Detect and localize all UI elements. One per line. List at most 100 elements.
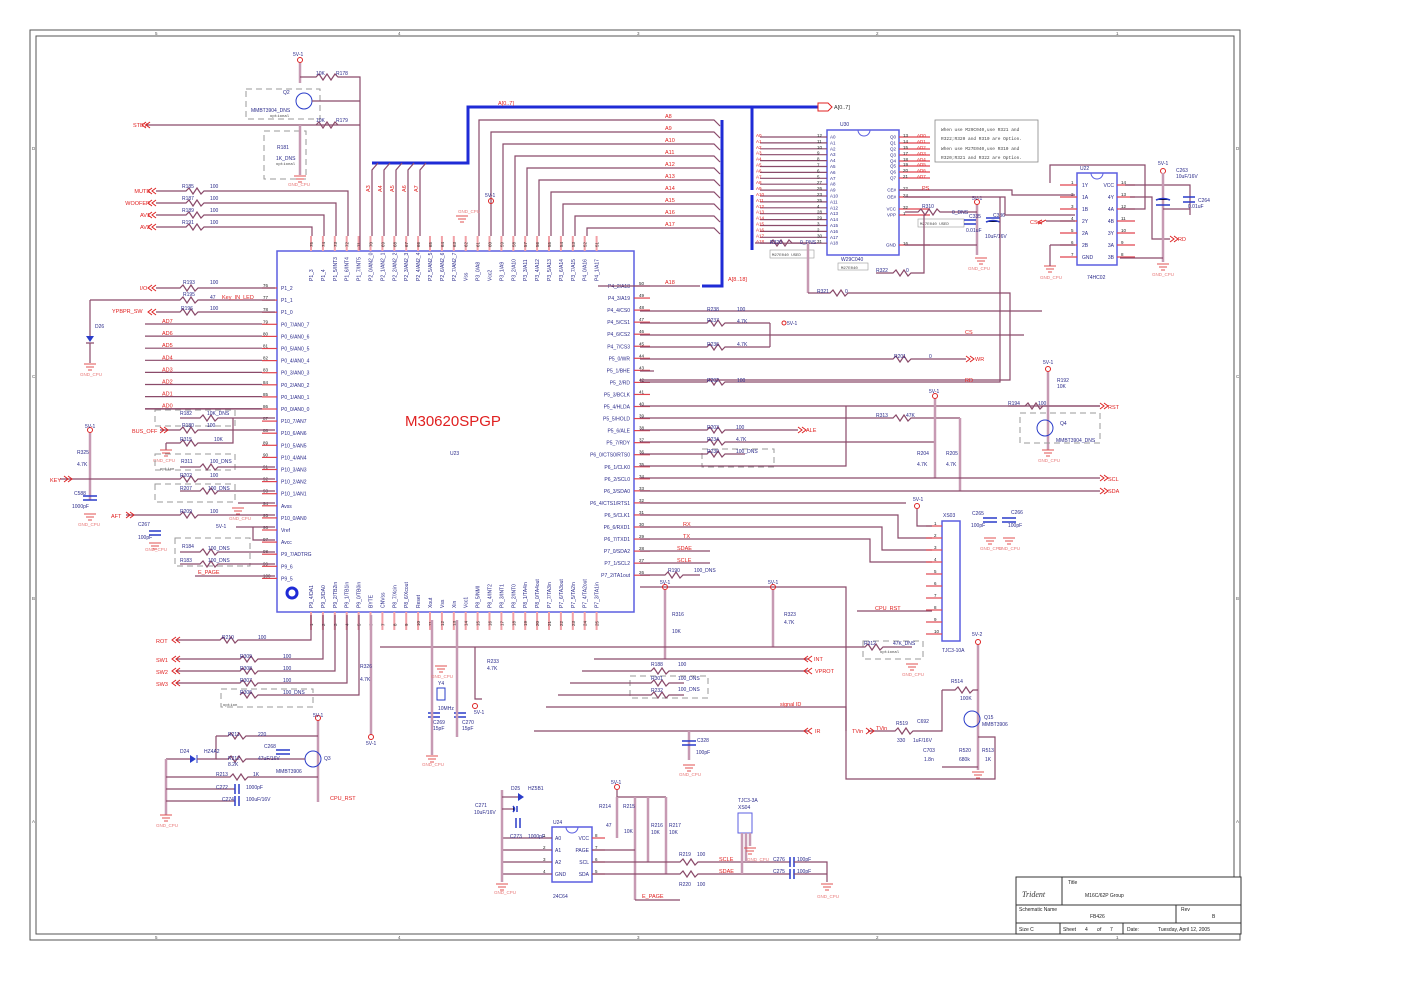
svg-text:RST: RST xyxy=(1108,405,1120,411)
mcu-pin-name: P1_6/INT4 xyxy=(345,257,351,281)
mcu-pin-number: 8 xyxy=(392,623,397,626)
mcu-pin-name: P8_3/INT1 xyxy=(499,584,505,608)
mcu-pin-name: P7_5/TA2in xyxy=(571,582,577,608)
svg-text:MMBT3906: MMBT3906 xyxy=(276,769,302,775)
mcu-pin-name: P2_1/AN2_1 xyxy=(380,252,386,281)
resistor-ref: R185 xyxy=(182,184,194,190)
sheet-border xyxy=(29,29,1241,941)
mcu-pin-number: 31 xyxy=(639,510,645,515)
mcu-pin-number: 29 xyxy=(639,534,645,539)
mcu-pin-name: Vss xyxy=(464,272,470,281)
svg-text:R217: R217 xyxy=(669,823,681,829)
mcu-pin-name: P1_3 xyxy=(309,269,315,281)
resistor-ref: R189 xyxy=(182,208,194,214)
mcu-pin-name: P9_1/TB1in xyxy=(345,582,351,608)
flash-pin-name: Q3 xyxy=(890,153,897,158)
svg-text:100: 100 xyxy=(210,473,219,479)
border-column-label: 4 xyxy=(398,935,401,940)
port-wire xyxy=(156,222,313,236)
svg-text:R320;R321 and R322 are Option.: R320;R321 and R322 are Option. xyxy=(941,155,1022,161)
mcu-pin-name: Avss xyxy=(281,504,292,510)
svg-text:R232: R232 xyxy=(651,688,663,694)
svg-text:C268: C268 xyxy=(264,744,276,750)
net-label: A5 xyxy=(756,163,762,168)
port-label: AV2 xyxy=(140,225,150,231)
mcu-pin-number: 78 xyxy=(263,307,269,312)
eeprom-pin-name: SCL xyxy=(579,860,589,866)
mcu-pin-name: P10_4/AN4 xyxy=(281,455,307,461)
left-side-circuits: 5V-1 10K R178 Q2 MMBT3904_DNS optional S… xyxy=(50,52,361,577)
mcu-pin-number: 71 xyxy=(357,241,362,247)
mcu-pin-name: P3_3/A11 xyxy=(523,259,529,281)
svg-text:47K_DNS: 47K_DNS xyxy=(893,641,916,647)
net-label: A10 xyxy=(665,138,675,144)
net-label: A17 xyxy=(665,222,675,228)
mcu-pin-number: 59 xyxy=(499,241,504,247)
mcu-pin-name: P8_4/INT2 xyxy=(488,584,494,608)
schematic-name: FB426 xyxy=(1090,914,1105,920)
mcu-pin-number: 19 xyxy=(523,620,528,626)
address-wire xyxy=(490,131,721,236)
bus-port-a0-7[interactable] xyxy=(817,102,833,112)
eeprom-pin-name: A0 xyxy=(555,836,561,842)
pin1-marker xyxy=(285,586,299,600)
svg-text:1K: 1K xyxy=(253,772,260,778)
flash-pin-number: 5 xyxy=(817,174,820,179)
mcu-pin-name: P5_7/RDY xyxy=(606,441,630,447)
svg-text:E_PAGE: E_PAGE xyxy=(642,894,664,900)
flash-pin-name: Q0 xyxy=(890,135,897,140)
svg-text:C275: C275 xyxy=(773,869,785,875)
flash-pin-number: 9 xyxy=(817,151,820,156)
mcu-pin-number: 64 xyxy=(440,241,445,247)
svg-text:optional: optional xyxy=(270,114,290,119)
flash-pin-name: A7 xyxy=(830,176,836,181)
flash-pin-name: A15 xyxy=(830,223,839,228)
svg-text:GND_CPU: GND_CPU xyxy=(817,894,839,899)
xs03-pin-number: 3 xyxy=(934,545,937,550)
flash-pin-number: 30 xyxy=(817,233,823,238)
svg-text:100: 100 xyxy=(207,423,216,429)
svg-text:100_DNS: 100_DNS xyxy=(210,459,232,465)
svg-text:R233: R233 xyxy=(487,659,499,665)
svg-text:10K_DNS: 10K_DNS xyxy=(207,411,230,417)
svg-text:GND_CPU: GND_CPU xyxy=(968,266,990,271)
svg-text:10K: 10K xyxy=(672,629,682,635)
mcu-pin-name: Reset xyxy=(416,594,422,608)
sheet-inner-border xyxy=(35,35,1235,935)
net-label: AD6 xyxy=(162,331,173,337)
mcu-pin-number: 50 xyxy=(639,281,645,286)
svg-text:C272: C272 xyxy=(216,785,228,791)
mcu-pin-name: P9_0/TB0in xyxy=(357,582,363,608)
svg-text:TVin: TVin xyxy=(852,729,863,735)
border-row-label: B xyxy=(32,596,35,601)
mcu-pin-name: P10_3/AN3 xyxy=(281,468,307,474)
flash-pin-number: 7 xyxy=(817,163,820,168)
net-label: A18 xyxy=(756,239,765,244)
svg-text:100pF: 100pF xyxy=(971,523,985,529)
mcu-pin-name: Vref xyxy=(281,528,291,534)
svg-text:1000pF: 1000pF xyxy=(528,834,545,840)
mcu-pin-number: 10 xyxy=(416,620,421,626)
net-label: AD7 xyxy=(917,174,926,179)
address-wire xyxy=(383,162,391,236)
svg-text:R202: R202 xyxy=(707,378,719,384)
svg-text:10uF/16V: 10uF/16V xyxy=(474,810,496,816)
mcu-pin-number: 57 xyxy=(523,241,528,247)
gate-pin-number: 3 xyxy=(1071,204,1074,209)
mcu-pin-name: P3_5/A13 xyxy=(547,259,553,281)
svg-text:10uF/16V: 10uF/16V xyxy=(1176,174,1198,180)
svg-text:5V-1: 5V-1 xyxy=(929,389,940,395)
flash-pin-name: Q4 xyxy=(890,159,897,164)
eeprom-pin-name: PAGE xyxy=(575,848,589,854)
flash-pin-number: 2 xyxy=(817,227,820,232)
mcu-pin-name: BYTE xyxy=(369,594,375,608)
address-wire xyxy=(371,162,379,236)
eeprom-pin-number: 6 xyxy=(595,857,598,862)
svg-text:100: 100 xyxy=(697,882,706,888)
mcu-pin-number: 37 xyxy=(639,438,645,443)
eeprom-body xyxy=(551,826,593,883)
net-label: A3 xyxy=(366,185,372,192)
flash-pin-name: A14 xyxy=(830,217,839,222)
mcu-pin-name: P10_2/AN2 xyxy=(281,480,307,486)
svg-text:GND_CPU: GND_CPU xyxy=(1040,275,1062,280)
